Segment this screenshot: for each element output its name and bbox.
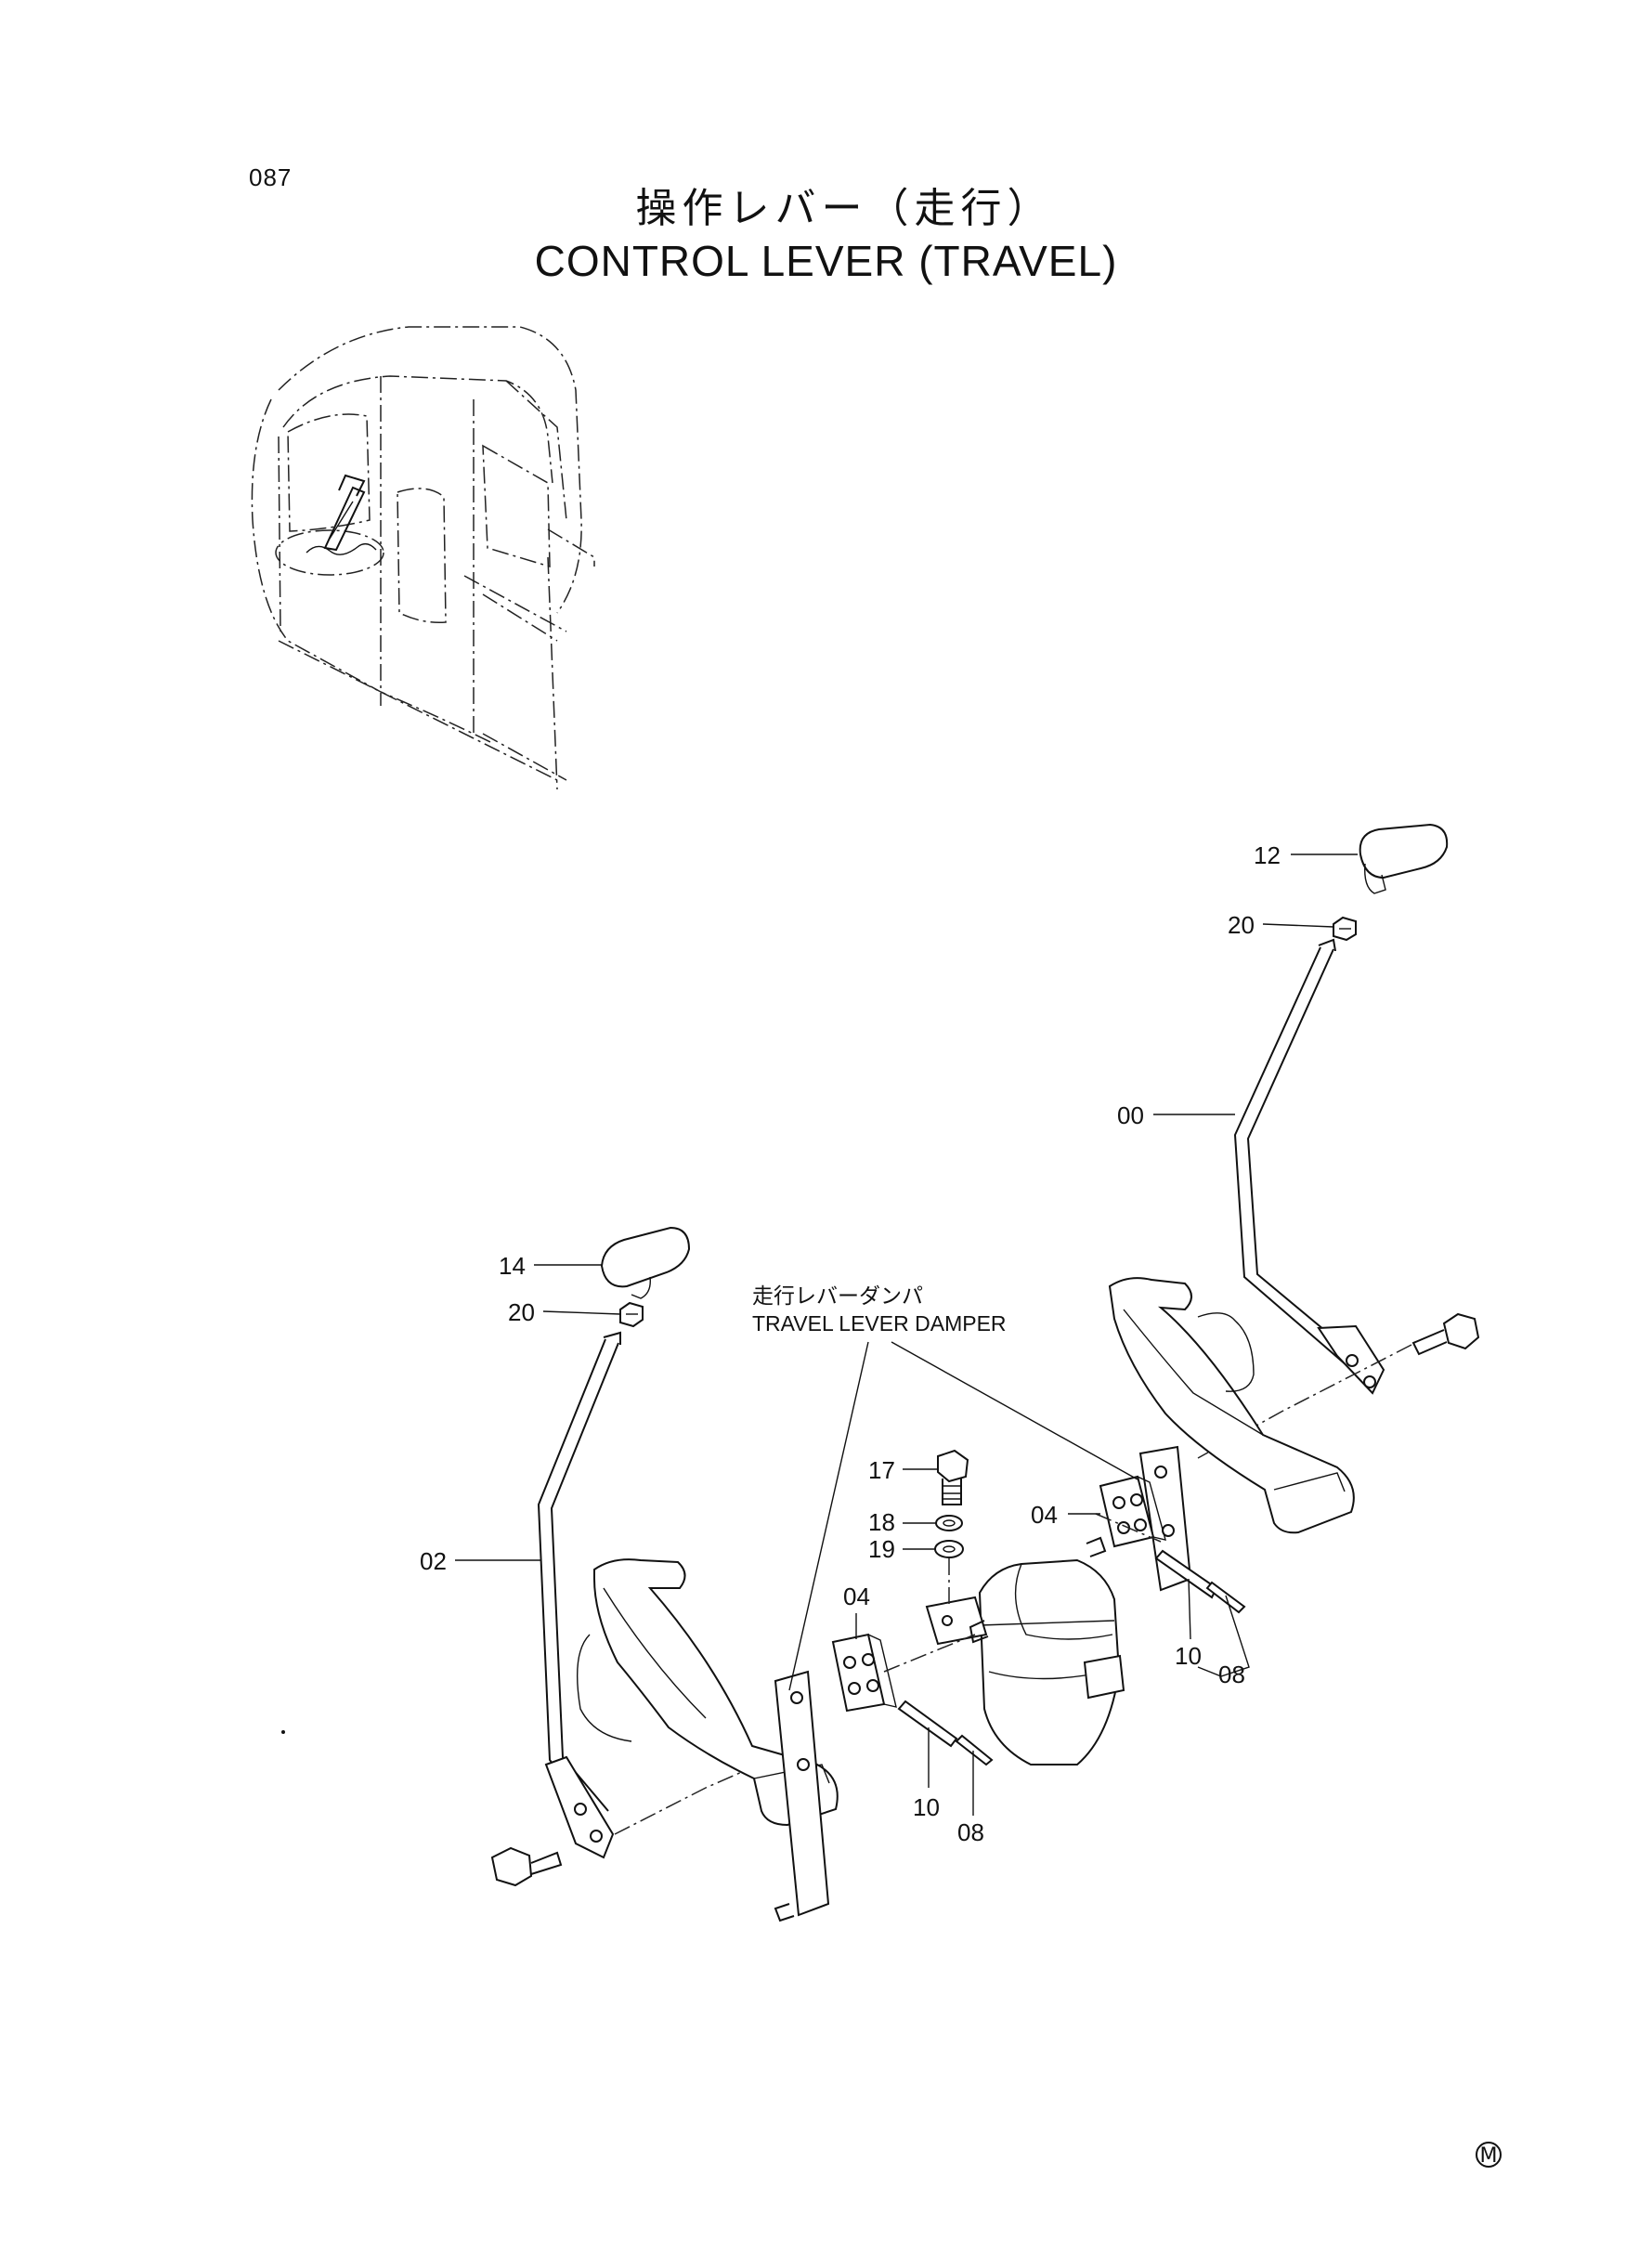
circled-m-mark: M [1476, 2142, 1502, 2168]
damper-note: 走行レバーダンパ TRAVEL LEVER DAMPER [752, 1283, 1007, 1335]
mark-letter: M [1480, 2144, 1498, 2168]
damper-note-english: TRAVEL LEVER DAMPER [752, 1311, 1007, 1335]
callout-17: 17 [868, 1456, 895, 1484]
callout-18: 18 [868, 1508, 895, 1536]
callout-04-left: 04 [843, 1583, 870, 1610]
damper-note-japanese: 走行レバーダンパ [752, 1283, 923, 1308]
callout-04-right: 04 [1031, 1501, 1058, 1529]
callout-00: 00 [1117, 1101, 1144, 1129]
left-travel-lever [490, 1226, 839, 1922]
grip-knob-14 [600, 1226, 691, 1288]
callout-20-right: 20 [1228, 911, 1255, 939]
right-travel-lever [1108, 823, 1480, 1592]
grip-knob-12 [1359, 823, 1449, 879]
callout-10-left: 10 [913, 1793, 940, 1821]
title-block: 操作レバー（走行） CONTROL LEVER (TRAVEL) [0, 184, 1652, 288]
callout-20-left: 20 [508, 1298, 535, 1326]
callout-labels: 12 20 00 14 20 02 17 18 19 04 04 10 08 1… [420, 841, 1281, 1846]
callout-08-right: 08 [1218, 1661, 1245, 1688]
travel-pedal-right [1108, 1277, 1355, 1534]
travel-lever-damper [831, 1449, 1246, 1766]
callout-19: 19 [868, 1535, 895, 1563]
cab-locator-illustration [251, 326, 595, 790]
callout-12: 12 [1254, 841, 1281, 869]
callout-02: 02 [420, 1547, 447, 1575]
callout-10-right: 10 [1175, 1642, 1202, 1670]
leader-lines [455, 853, 1358, 1816]
callout-08-left: 08 [957, 1818, 984, 1846]
callout-14: 14 [499, 1252, 526, 1280]
page-number: 087 [249, 163, 293, 191]
title-english: CONTROL LEVER (TRAVEL) [534, 237, 1118, 285]
travel-pedal-left [593, 1558, 839, 1827]
title-japanese: 操作レバー（走行） [635, 186, 1054, 231]
stray-dot [281, 1730, 285, 1734]
